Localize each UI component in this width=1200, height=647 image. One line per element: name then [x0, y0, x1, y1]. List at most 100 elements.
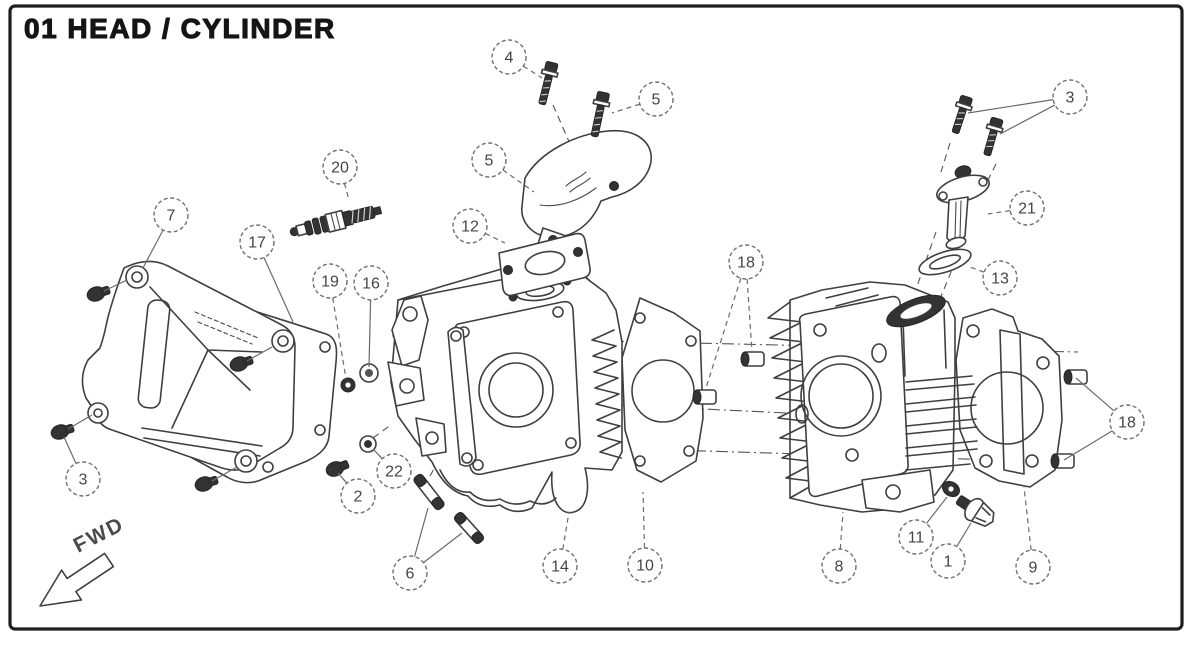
- leader-line: [966, 265, 985, 273]
- leader-line: [956, 522, 972, 547]
- callout-20[interactable]: 20: [322, 149, 358, 201]
- callout-balloon[interactable]: [1009, 190, 1045, 226]
- manifold-bolt: [538, 61, 611, 138]
- callout-5[interactable]: 5: [471, 142, 535, 193]
- callout-balloon[interactable]: [728, 244, 764, 280]
- callout-number: 1: [944, 554, 953, 571]
- callout-21[interactable]: 21: [987, 190, 1045, 226]
- callout-number: 7: [167, 208, 176, 225]
- cylinder-head: [387, 261, 623, 514]
- callout-11[interactable]: 11: [898, 496, 948, 555]
- manifold-gasket: [498, 232, 591, 297]
- callout-balloon[interactable]: [638, 81, 674, 117]
- callout-12[interactable]: 12: [452, 208, 506, 244]
- callout-22[interactable]: 22: [372, 448, 412, 489]
- flange-bolt: [955, 495, 995, 527]
- callout-number: 16: [362, 276, 380, 293]
- callout-number: 10: [636, 558, 654, 575]
- dowel-pin: [692, 351, 765, 405]
- callout-balloon[interactable]: [353, 265, 389, 301]
- callout-18[interactable]: 18: [704, 244, 764, 392]
- callout-8[interactable]: 8: [821, 511, 857, 584]
- callout-number: 2: [354, 489, 363, 506]
- callout-balloon[interactable]: [542, 548, 578, 584]
- callout-number: 12: [461, 219, 479, 236]
- callout-6[interactable]: 6: [392, 507, 463, 591]
- oring-cap: [340, 377, 356, 393]
- stud-bolt: [413, 473, 485, 544]
- callout-balloon[interactable]: [392, 555, 428, 591]
- leader-line: [1075, 377, 1115, 412]
- callout-balloon[interactable]: [821, 548, 857, 584]
- callout-number: 13: [991, 271, 1009, 288]
- callout-number: 11: [908, 530, 925, 547]
- leader-line: [987, 209, 1011, 215]
- callout-balloon[interactable]: [376, 453, 412, 489]
- callout-balloon[interactable]: [1052, 79, 1088, 115]
- callout-balloon[interactable]: [1015, 549, 1051, 585]
- callout-1[interactable]: 1: [930, 522, 972, 579]
- leader-line: [263, 257, 294, 323]
- callout-3[interactable]: 3: [63, 436, 101, 497]
- leader-line: [611, 103, 640, 114]
- callout-10[interactable]: 10: [627, 491, 663, 583]
- callout-18[interactable]: 18: [1063, 377, 1145, 461]
- callout-3[interactable]: 3: [967, 79, 1088, 135]
- callout-5[interactable]: 5: [611, 81, 674, 117]
- leader-line: [332, 297, 347, 380]
- callout-number: 3: [1066, 90, 1075, 107]
- callout-4[interactable]: 4: [491, 39, 543, 79]
- callout-balloon[interactable]: [1109, 404, 1145, 440]
- callout-balloon[interactable]: [471, 142, 507, 178]
- callout-number: 19: [321, 274, 339, 291]
- callout-number: 22: [385, 464, 403, 481]
- callout-19[interactable]: 19: [312, 263, 348, 380]
- callout-number: 4: [505, 50, 514, 67]
- leader-line: [1023, 486, 1032, 551]
- callout-balloon[interactable]: [627, 547, 663, 583]
- callout-2[interactable]: 2: [337, 472, 376, 514]
- tensioner-gasket: [918, 248, 972, 276]
- leader-line: [423, 532, 463, 564]
- callout-number: 20: [331, 160, 349, 177]
- leader-line: [413, 507, 429, 557]
- callout-balloon[interactable]: [340, 478, 376, 514]
- callout-balloon[interactable]: [65, 461, 101, 497]
- callout-balloon[interactable]: [982, 260, 1018, 296]
- leader-line: [642, 491, 646, 549]
- callout-balloon[interactable]: [930, 543, 966, 579]
- callout-14[interactable]: 14: [542, 511, 578, 584]
- flange-nut: [942, 480, 960, 498]
- callout-number: 3: [79, 472, 88, 489]
- leader-line: [337, 472, 348, 484]
- callout-balloon[interactable]: [322, 149, 358, 185]
- callout-number: 8: [835, 559, 844, 576]
- callout-7[interactable]: 7: [142, 197, 189, 269]
- callout-number: 18: [1118, 415, 1136, 432]
- callout-16[interactable]: 16: [353, 265, 389, 368]
- dowel-pin: [1050, 369, 1088, 469]
- callout-number: 21: [1018, 201, 1036, 218]
- callout-balloon[interactable]: [312, 263, 348, 299]
- leader-line: [485, 232, 506, 244]
- callout-9[interactable]: 9: [1015, 486, 1051, 585]
- fwd-label: FWD: [70, 513, 128, 558]
- leader-line: [372, 448, 383, 460]
- callout-13[interactable]: 13: [966, 260, 1018, 296]
- valve-cover: [81, 260, 296, 473]
- leader-line: [368, 299, 372, 368]
- sealing-washer: [359, 435, 377, 453]
- callout-number: 6: [406, 566, 415, 583]
- small-bolt: [325, 460, 350, 477]
- tensioner-bolt: [951, 94, 1004, 157]
- callout-balloon[interactable]: [239, 224, 275, 260]
- callout-balloon[interactable]: [491, 39, 527, 75]
- callout-balloon[interactable]: [153, 197, 189, 233]
- callout-balloon[interactable]: [898, 519, 934, 555]
- callout-number: 9: [1029, 560, 1038, 577]
- callout-balloon[interactable]: [452, 208, 488, 244]
- leader-line: [502, 169, 535, 193]
- callout-17[interactable]: 17: [239, 224, 294, 323]
